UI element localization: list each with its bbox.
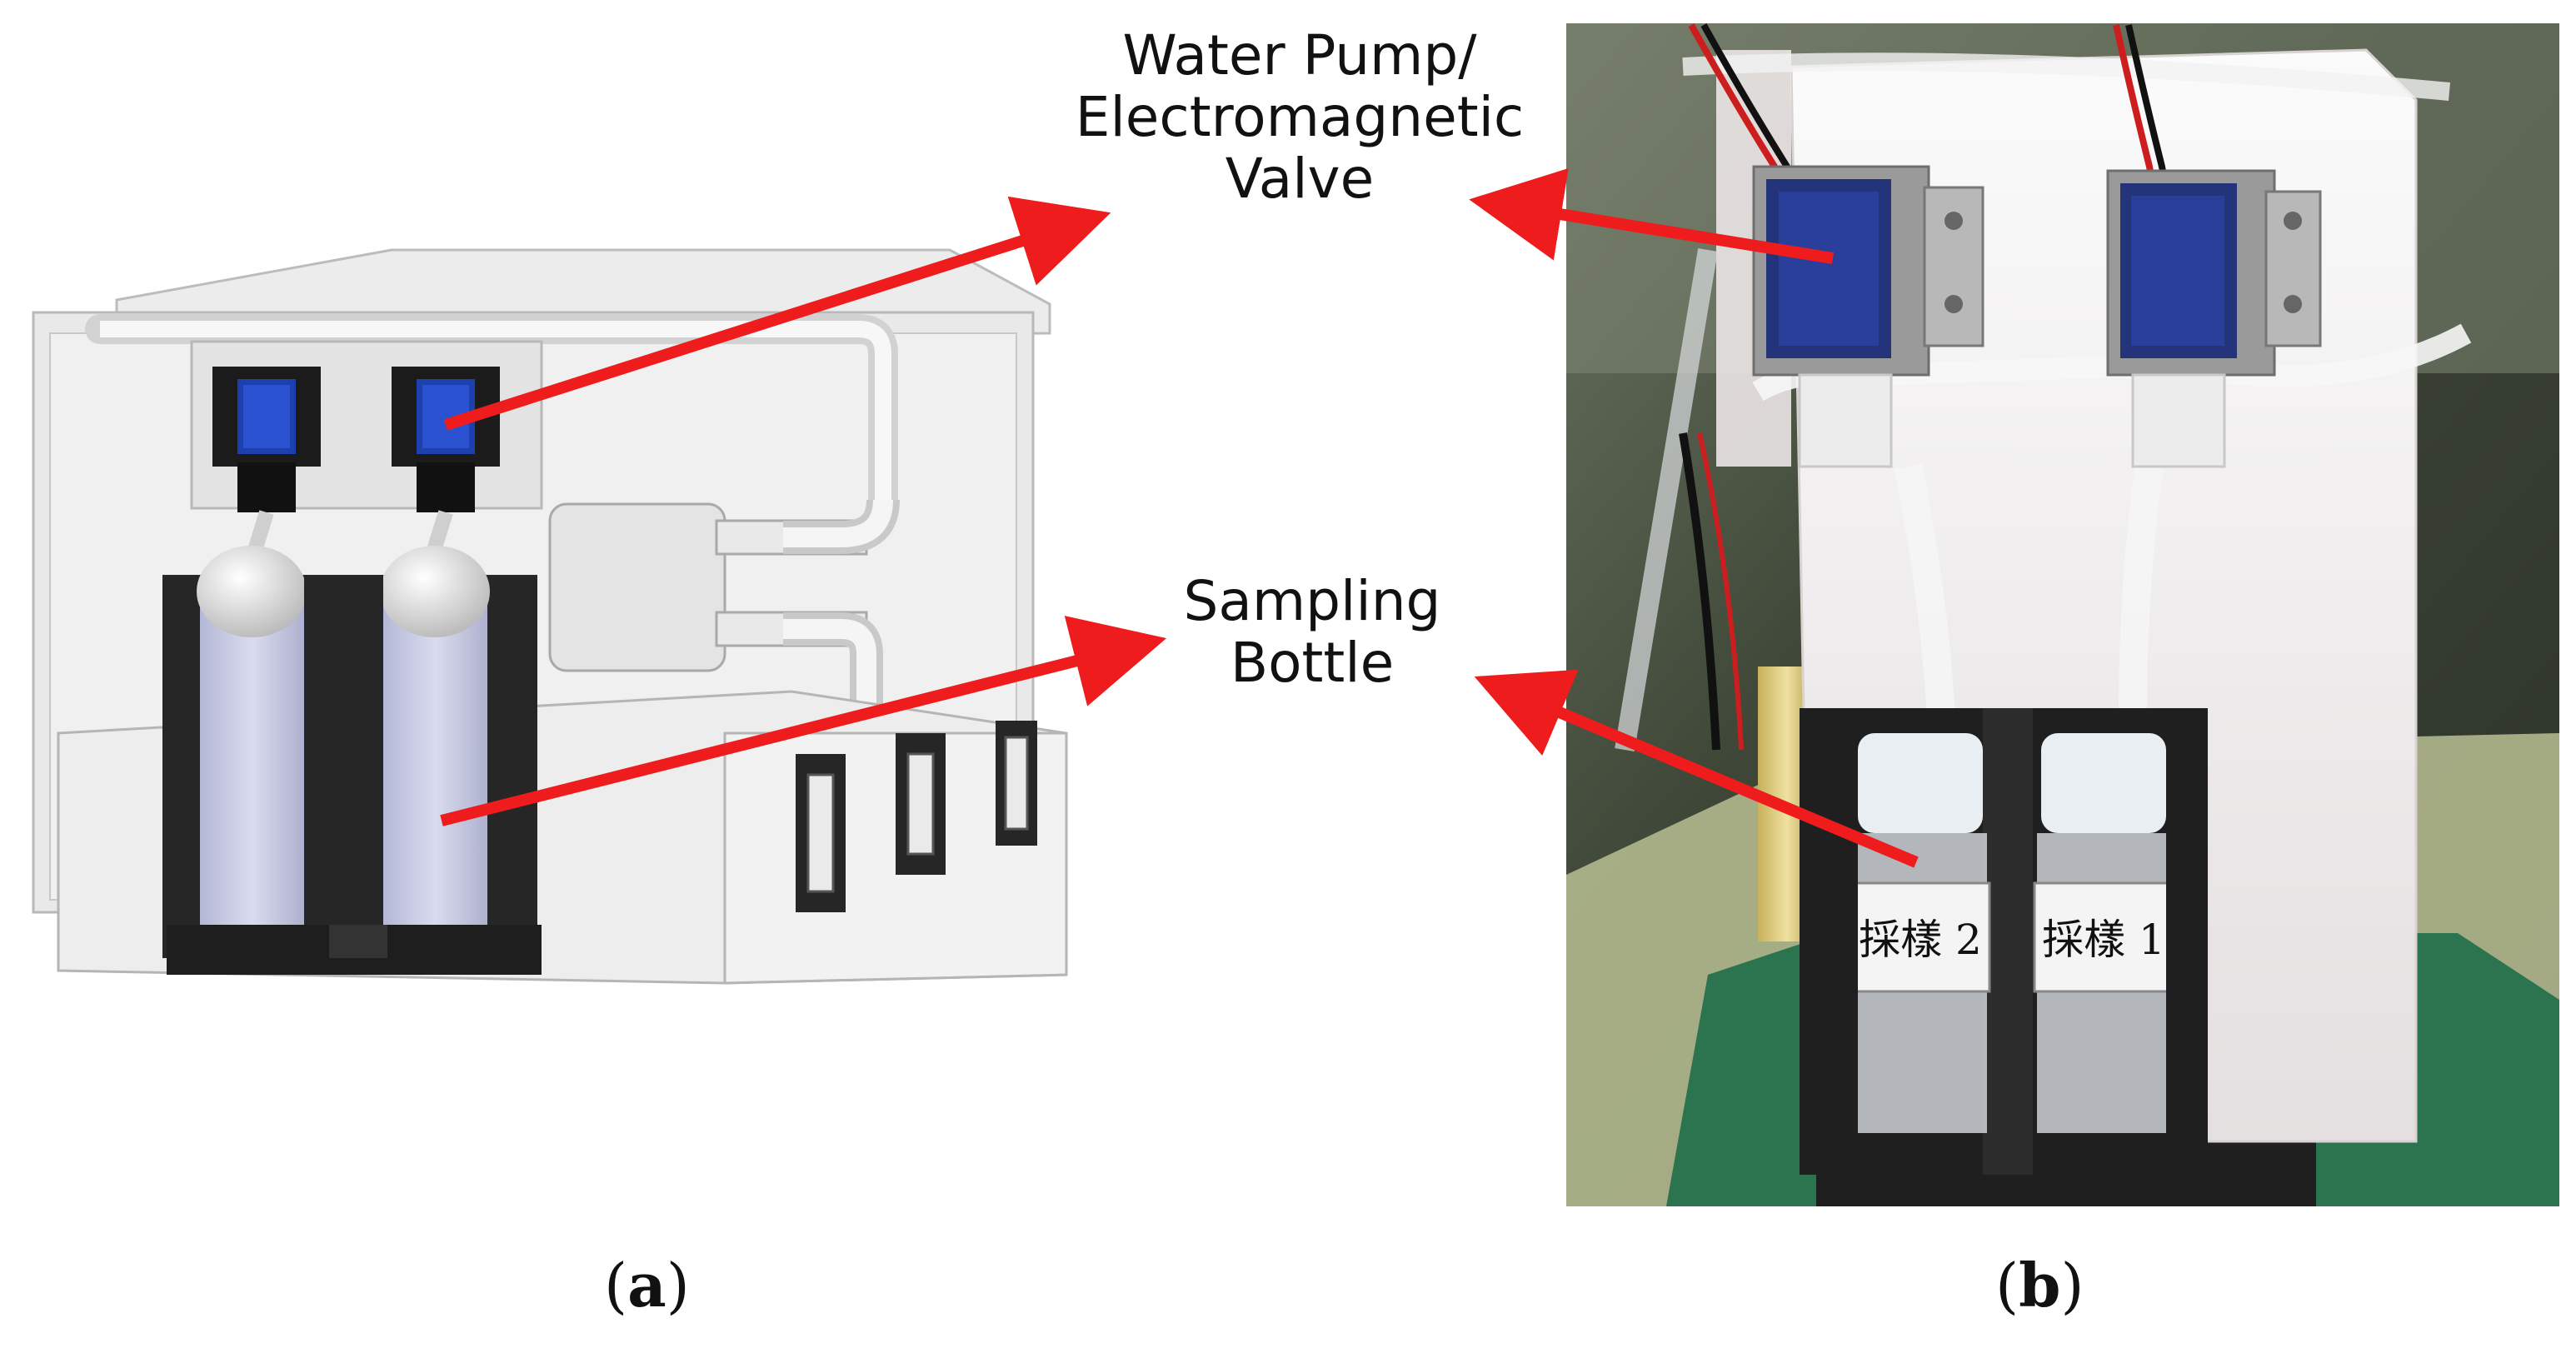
arrow-photo-bottle xyxy=(1474,669,1919,868)
sampling-bottle-cad-right xyxy=(380,546,490,925)
arrow-cad-valve xyxy=(443,196,1111,431)
callout-sampling-bottle: Sampling Bottle xyxy=(1125,571,1500,694)
bottle-label-1: 採樣 1 xyxy=(2042,916,2165,964)
callout-sampling-bottle-line1: Sampling xyxy=(1183,569,1441,633)
base-ports xyxy=(796,721,1037,912)
valve-left-cad xyxy=(212,367,321,512)
pump-body xyxy=(548,498,900,908)
photo-panel: 採樣 2 採樣 1 xyxy=(1566,23,2559,1206)
callout-pump-valve-line1: Water Pump/ xyxy=(1122,23,1477,87)
valve-right-cad xyxy=(392,367,500,512)
valve-left-photo xyxy=(1752,165,1984,468)
bottle-label-2: 採樣 2 xyxy=(1859,916,1982,964)
caption-a: (a) xyxy=(604,1250,690,1321)
valve-right-photo xyxy=(2106,169,2322,468)
arrow-photo-valve xyxy=(1469,167,1835,264)
sampling-bottle-cad-left xyxy=(197,546,307,925)
callout-pump-valve-line2: Electromagnetic xyxy=(1075,85,1525,149)
sampling-bottle-photo-left: 採樣 2 xyxy=(1850,733,1991,1133)
sampling-bottle-photo-right: 採樣 1 xyxy=(2033,733,2174,1133)
caption-a-letter: a xyxy=(627,1250,666,1321)
callout-sampling-bottle-line2: Bottle xyxy=(1230,631,1395,695)
cad-render-panel xyxy=(32,248,1068,985)
caption-b-letter: b xyxy=(2019,1250,2061,1321)
annotation-arrows xyxy=(440,167,1919,868)
callout-pump-valve-line3: Valve xyxy=(1225,147,1375,211)
caption-b: (b) xyxy=(1995,1250,2084,1321)
callout-pump-valve: Water Pump/ Electromagnetic Valve xyxy=(1041,25,1558,210)
arrow-cad-bottle xyxy=(440,616,1167,826)
